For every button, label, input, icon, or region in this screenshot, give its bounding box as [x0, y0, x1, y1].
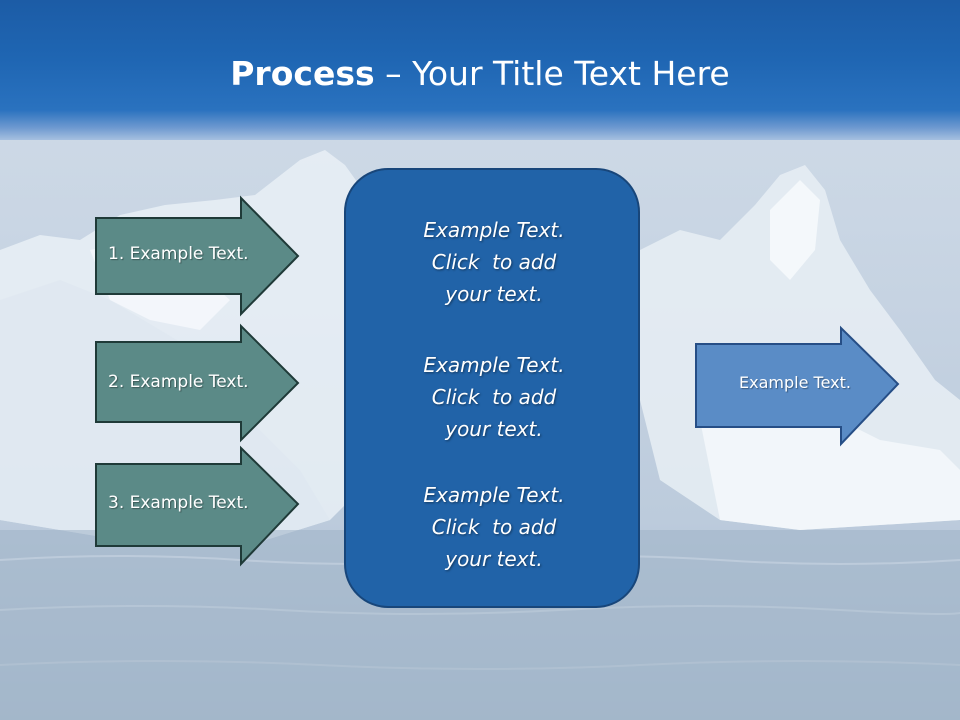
center-text-line: Click to add: [431, 385, 557, 409]
center-process-box[interactable]: Example Text. Click to add your text. Ex…: [344, 168, 640, 608]
title-rest: – Your Title Text Here: [374, 54, 730, 93]
center-text-block-3: Example Text. Click to add your text.: [346, 479, 642, 575]
right-arrow-shape-icon: [695, 325, 900, 447]
center-text-line: your text.: [445, 417, 543, 441]
center-text-line: Example Text.: [423, 483, 565, 507]
process-step-arrow-2[interactable]: 2. Example Text.: [95, 323, 300, 443]
result-arrow-label: Example Text.: [739, 373, 851, 392]
right-arrow-shape-icon: [95, 195, 300, 317]
page-title: Process – Your Title Text Here: [0, 52, 960, 96]
center-text-line: Example Text.: [423, 218, 565, 242]
center-text-line: Click to add: [431, 515, 557, 539]
process-step-label: 1. Example Text.: [108, 244, 249, 264]
process-step-label: 3. Example Text.: [108, 493, 249, 513]
process-step-arrow-1[interactable]: 1. Example Text.: [95, 195, 300, 317]
process-step-arrow-3[interactable]: 3. Example Text.: [95, 445, 300, 567]
result-arrow[interactable]: Example Text.: [695, 325, 900, 447]
center-text-line: your text.: [445, 282, 543, 306]
center-text-line: Example Text.: [423, 353, 565, 377]
title-bold: Process: [230, 54, 375, 93]
center-text-line: your text.: [445, 547, 543, 571]
center-text-line: Click to add: [431, 250, 557, 274]
title-band: [0, 0, 960, 140]
center-text-block-2: Example Text. Click to add your text.: [346, 349, 642, 445]
right-arrow-shape-icon: [95, 445, 300, 567]
right-arrow-shape-icon: [95, 323, 300, 443]
process-step-label: 2. Example Text.: [108, 372, 249, 392]
center-text-block-1: Example Text. Click to add your text.: [346, 214, 642, 310]
